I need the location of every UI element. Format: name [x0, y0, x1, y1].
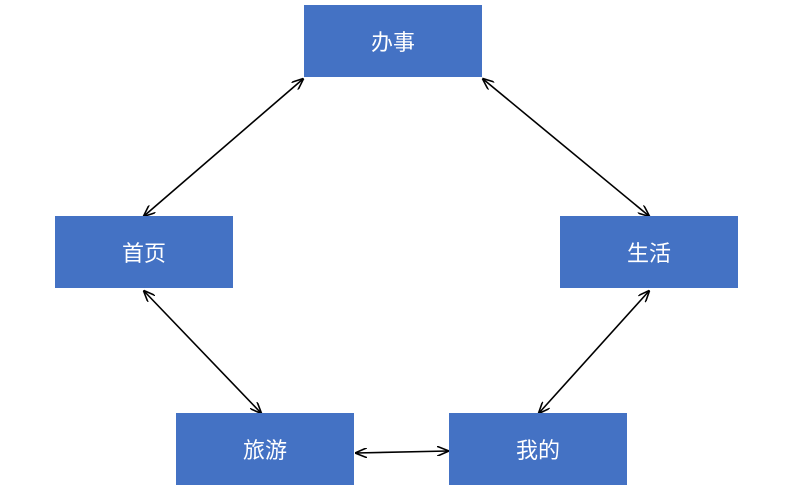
connector-banshi-shenghuo — [483, 79, 649, 216]
node-wode-label: 我的 — [515, 439, 560, 464]
connector-lvyou-wode — [356, 451, 448, 453]
node-banshi-label: 办事 — [370, 31, 415, 56]
connector-shenghuo-wode — [539, 291, 649, 413]
connector-banshi-shouye — [144, 79, 303, 216]
node-shouye[interactable]: 首页 — [55, 216, 233, 288]
node-wode[interactable]: 我的 — [449, 413, 627, 485]
node-shouye-label: 首页 — [121, 242, 166, 267]
node-shenghuo-label: 生活 — [626, 242, 671, 267]
node-banshi[interactable]: 办事 — [304, 5, 482, 77]
connector-shouye-lvyou — [144, 291, 261, 413]
node-lvyou-label: 旅游 — [242, 439, 287, 464]
node-lvyou[interactable]: 旅游 — [176, 413, 354, 485]
node-shenghuo[interactable]: 生活 — [560, 216, 738, 288]
